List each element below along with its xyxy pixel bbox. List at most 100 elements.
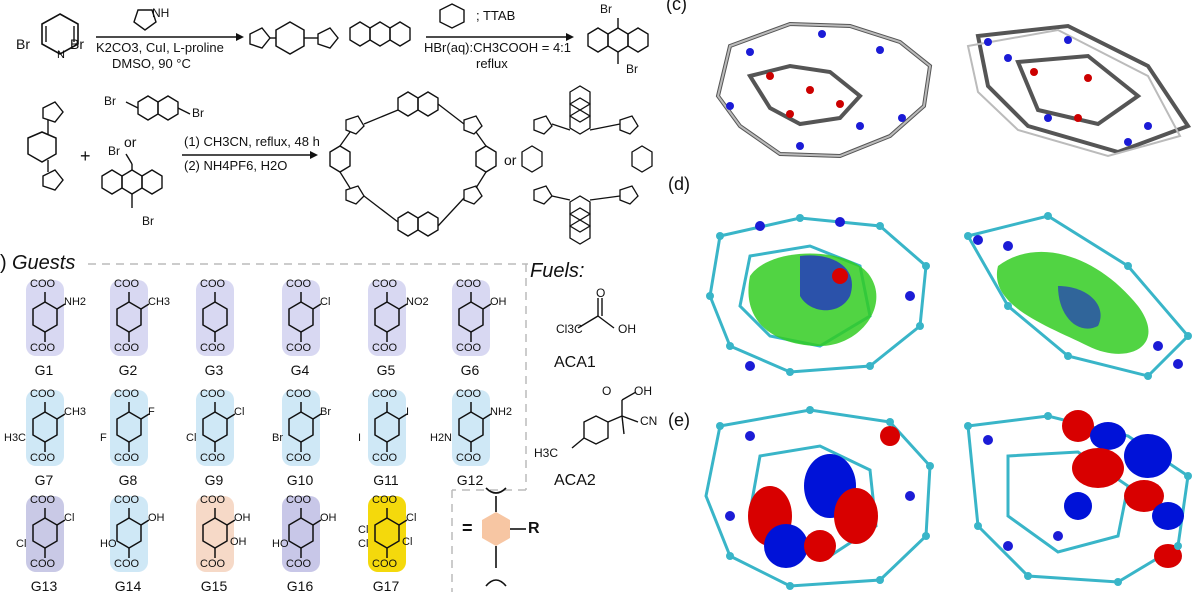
guest-label: G5 — [376, 362, 396, 378]
aca2-h3c: H3C — [534, 446, 559, 460]
guest-substituent: Cl — [234, 406, 245, 418]
benzene-ring-structure — [374, 402, 408, 452]
arrow3-conditions-2: (2) NH4PF6, H2O — [184, 158, 288, 173]
benzene-ring-structure — [32, 508, 66, 558]
guest-label: G4 — [290, 362, 310, 378]
guest-coo-top: COO — [456, 278, 482, 290]
guest-left-substituent: I — [358, 432, 362, 444]
guest-substituent: Cl — [320, 296, 331, 308]
fuels-title: Fuels: — [530, 260, 585, 282]
guest-label: G17 — [372, 578, 400, 594]
guest-coo-bottom: COO — [114, 558, 140, 570]
guest-substituent: I — [406, 406, 410, 418]
br-right-label: Br — [70, 36, 84, 52]
naph-br-right-label: Br — [192, 106, 204, 120]
aca2-cn: CN — [640, 414, 658, 428]
br-left-label: Br — [16, 36, 30, 52]
guest-label: G8 — [118, 472, 138, 488]
guest-coo-bottom: COO — [372, 452, 398, 464]
anth-linker-br-top: Br — [108, 144, 120, 158]
aca2-structure — [571, 391, 639, 449]
guest-label: G15 — [200, 578, 228, 594]
guest-label: G16 — [286, 578, 314, 594]
guest-substituent: NO2 — [406, 296, 429, 308]
guest-left-substituent-2: Cl — [358, 524, 369, 536]
guest-coo-bottom: COO — [114, 342, 140, 354]
guest-left-substituent: Cl — [358, 538, 369, 550]
fuels-panel: Fuels: O OH Cl3C ACA1 O OH CN H3C ACA2 — [530, 260, 660, 590]
stick-model-front — [715, 21, 933, 159]
guests-dashed-border — [88, 263, 528, 592]
panel-c-stick-models — [690, 6, 1200, 166]
anthracene-structure — [349, 21, 411, 47]
guest-label: G7 — [34, 472, 54, 488]
aca2-label: ACA2 — [554, 472, 596, 489]
trioxane-structure — [439, 3, 465, 29]
guest-coo-bottom: COO — [200, 342, 226, 354]
guest-coo-bottom: COO — [456, 452, 482, 464]
aca2-oh: OH — [634, 384, 652, 398]
arrow3-conditions-1: (1) CH3CN, reflux, 48 h — [184, 134, 320, 149]
panel-e-label: (e) — [668, 410, 690, 430]
guest-coo-bottom: COO — [200, 558, 226, 570]
guest-left-substituent: HO — [100, 538, 117, 550]
arrow2-conditions-1: HBr(aq):CH3COOH = 4:1 — [424, 40, 572, 55]
synthesis-scheme: N Br Br NH K2CO3, CuI, L-proline DMSO, 9… — [0, 0, 670, 250]
or-linkers-label: or — [124, 134, 137, 150]
guest-label: G6 — [460, 362, 480, 378]
guest-substituent: OH — [234, 512, 251, 524]
dibromopyridine-structure: N — [41, 13, 79, 61]
guest-coo-top: COO — [30, 388, 56, 400]
guest-coo-bottom: COO — [286, 342, 312, 354]
guest-coo-top: COO — [30, 494, 56, 506]
guest-label: G1 — [34, 362, 54, 378]
bisimidazolylpyridine-reactant — [27, 101, 64, 191]
aca1-oh: OH — [618, 322, 636, 336]
imidazole-nh-label: NH — [152, 6, 170, 20]
benzene-ring-structure — [374, 292, 408, 342]
orbital-model-side — [964, 410, 1192, 586]
legend-equals: = — [462, 518, 473, 538]
panel-d-nci-surfaces — [690, 196, 1200, 386]
guest-left-substituent: HO — [272, 538, 289, 550]
benzene-ring-structure — [32, 292, 66, 342]
guests-title: Guests — [12, 252, 76, 274]
guest-label: G10 — [286, 472, 314, 488]
benzene-ring-structure — [116, 292, 150, 342]
guest-left-substituent: Br — [272, 432, 283, 444]
benzene-ring-structure — [288, 508, 322, 558]
or-products-label: or — [504, 152, 517, 168]
guest-coo-top: COO — [200, 388, 226, 400]
guest-coo-bottom: COO — [30, 342, 56, 354]
guest-substituent: CH3 — [64, 406, 87, 418]
anth-br-bottom-label: Br — [626, 62, 638, 76]
aca1-structure — [577, 298, 615, 329]
benzene-ring-structure — [202, 508, 236, 558]
bisimidazolylpyridine-structure — [249, 21, 339, 55]
benzene-ring-structure — [116, 402, 150, 452]
guest-substituent-2: Cl — [402, 536, 413, 548]
legend-r: R — [528, 520, 540, 537]
aca1-o: O — [596, 286, 606, 300]
arrow2-conditions-2: reflux — [476, 56, 508, 71]
guest-label: G14 — [114, 578, 142, 594]
benzene-ring-structure — [32, 402, 66, 452]
guest-substituent: F — [148, 406, 155, 418]
guest-coo-bottom: COO — [456, 342, 482, 354]
guest-coo-top: COO — [200, 278, 226, 290]
benzene-ring-structure — [458, 292, 492, 342]
guest-coo-top: COO — [286, 278, 312, 290]
aca2-o: O — [602, 384, 612, 398]
guest-left-substituent: H3C — [4, 432, 27, 444]
svg-text:N: N — [57, 49, 65, 61]
guest-label: G11 — [373, 472, 399, 488]
panel-c-label: (c) — [666, 0, 687, 14]
